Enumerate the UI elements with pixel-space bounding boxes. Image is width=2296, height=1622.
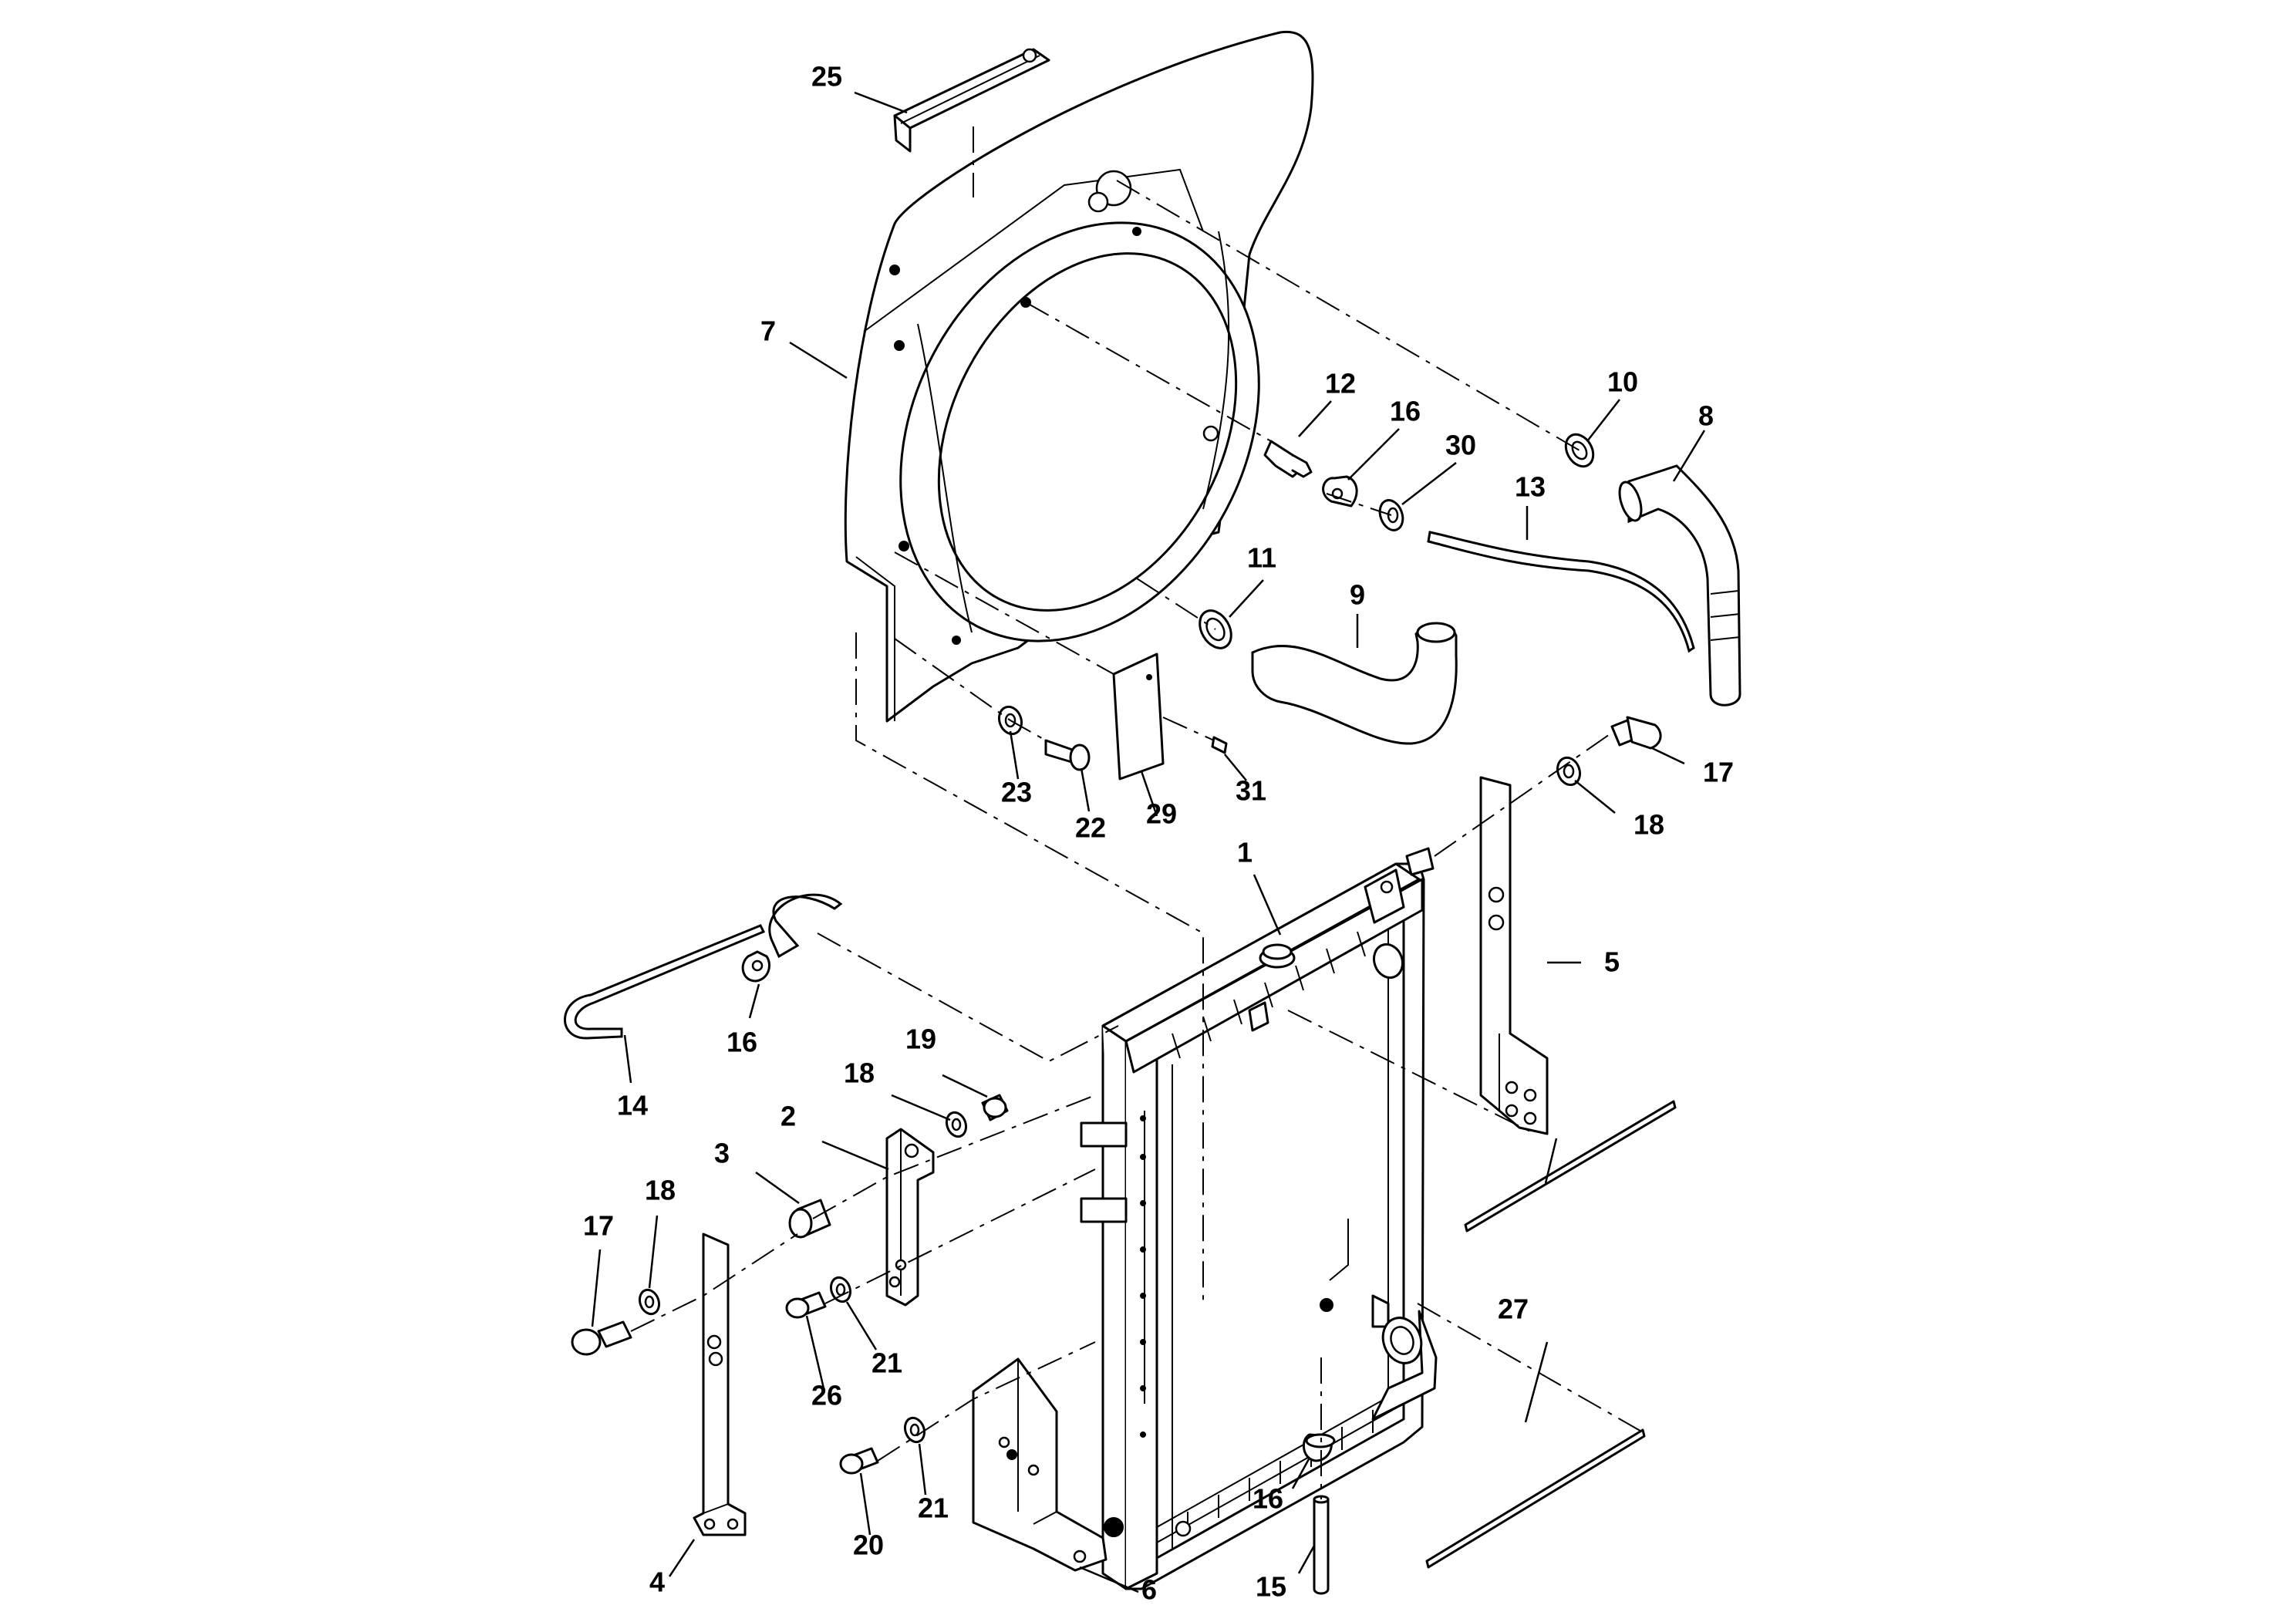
callout-27: 27 xyxy=(1498,1293,1529,1325)
part-17-bolt-left xyxy=(571,1320,632,1356)
leader-lines xyxy=(591,91,1706,1593)
part-19-nut xyxy=(981,1094,1009,1121)
callout-14: 14 xyxy=(617,1090,648,1121)
callout-17-right: 17 xyxy=(1703,757,1734,788)
callout-6: 6 xyxy=(1141,1574,1157,1606)
callout-17-left: 17 xyxy=(583,1210,614,1242)
part-14-tube xyxy=(564,893,843,1040)
callouts: 25 7 12 16 10 8 30 13 11 9 23 22 29 31 1… xyxy=(583,61,1734,1606)
part-16-clip-middle xyxy=(741,950,770,983)
part-21-washer-lower xyxy=(903,1416,926,1444)
callout-10: 10 xyxy=(1607,366,1638,398)
callout-18-middle: 18 xyxy=(844,1057,875,1089)
assembly-lines xyxy=(630,126,1645,1499)
callout-4: 4 xyxy=(649,1566,665,1598)
callout-16-middle: 16 xyxy=(727,1027,757,1058)
callout-2: 2 xyxy=(781,1101,796,1132)
part-17-bolt-right xyxy=(1610,716,1662,750)
callout-15: 15 xyxy=(1256,1571,1286,1603)
part-27-seal-strip xyxy=(1425,1100,1677,1569)
part-31-rivet xyxy=(1211,736,1228,754)
part-21-washer-upper xyxy=(829,1276,852,1303)
part-8-upper-hose xyxy=(1618,464,1741,706)
callout-9: 9 xyxy=(1350,579,1365,611)
callout-26: 26 xyxy=(811,1380,842,1411)
callout-21-lower: 21 xyxy=(918,1492,949,1524)
callout-18-left: 18 xyxy=(645,1175,676,1206)
part-22-bolt xyxy=(1044,739,1091,771)
callout-21-upper: 21 xyxy=(872,1347,902,1379)
part-18-washer-left xyxy=(638,1288,661,1316)
part-5-right-bracket xyxy=(1479,776,1549,1135)
part-10-hose-clamp xyxy=(1564,433,1595,468)
part-15-drain-tube xyxy=(1313,1495,1330,1595)
callout-3: 3 xyxy=(714,1138,730,1169)
part-1-radiator xyxy=(1080,847,1438,1590)
callout-5: 5 xyxy=(1604,946,1620,978)
part-9-lower-hose xyxy=(1251,622,1458,745)
callout-18-right: 18 xyxy=(1633,809,1664,841)
callout-8: 8 xyxy=(1698,400,1714,432)
callout-30: 30 xyxy=(1445,430,1476,461)
part-18-washer-middle xyxy=(945,1111,968,1138)
part-20-bolt xyxy=(839,1447,879,1475)
part-3-rubber-mount xyxy=(788,1199,831,1239)
callout-31: 31 xyxy=(1236,775,1266,807)
callout-29: 29 xyxy=(1146,798,1177,830)
part-4-left-bracket xyxy=(693,1233,747,1536)
part-12-fitting xyxy=(1263,440,1313,478)
part-16-clip-top xyxy=(1322,475,1358,508)
callout-13: 13 xyxy=(1515,471,1546,503)
callout-25: 25 xyxy=(811,61,842,93)
part-26-bolt xyxy=(785,1291,827,1319)
callout-12: 12 xyxy=(1325,368,1356,400)
callout-16-bottom: 16 xyxy=(1253,1483,1283,1515)
part-6-lower-bracket xyxy=(972,1357,1108,1572)
part-18-washer-right xyxy=(1556,756,1582,787)
callout-11: 11 xyxy=(1247,542,1276,574)
callout-19: 19 xyxy=(905,1023,936,1055)
part-2-mounting-bracket xyxy=(885,1128,935,1307)
callout-20: 20 xyxy=(853,1529,884,1561)
callout-16-top: 16 xyxy=(1390,396,1421,427)
part-13-overflow-tube xyxy=(1427,531,1695,653)
part-29-label-plate xyxy=(1112,653,1165,781)
callout-23: 23 xyxy=(1001,777,1032,808)
callout-1: 1 xyxy=(1237,837,1253,868)
part-7-fan-shroud xyxy=(844,30,1314,723)
callout-7: 7 xyxy=(760,315,776,347)
callout-22: 22 xyxy=(1075,812,1106,844)
part-25-seal-strip xyxy=(893,48,1050,153)
